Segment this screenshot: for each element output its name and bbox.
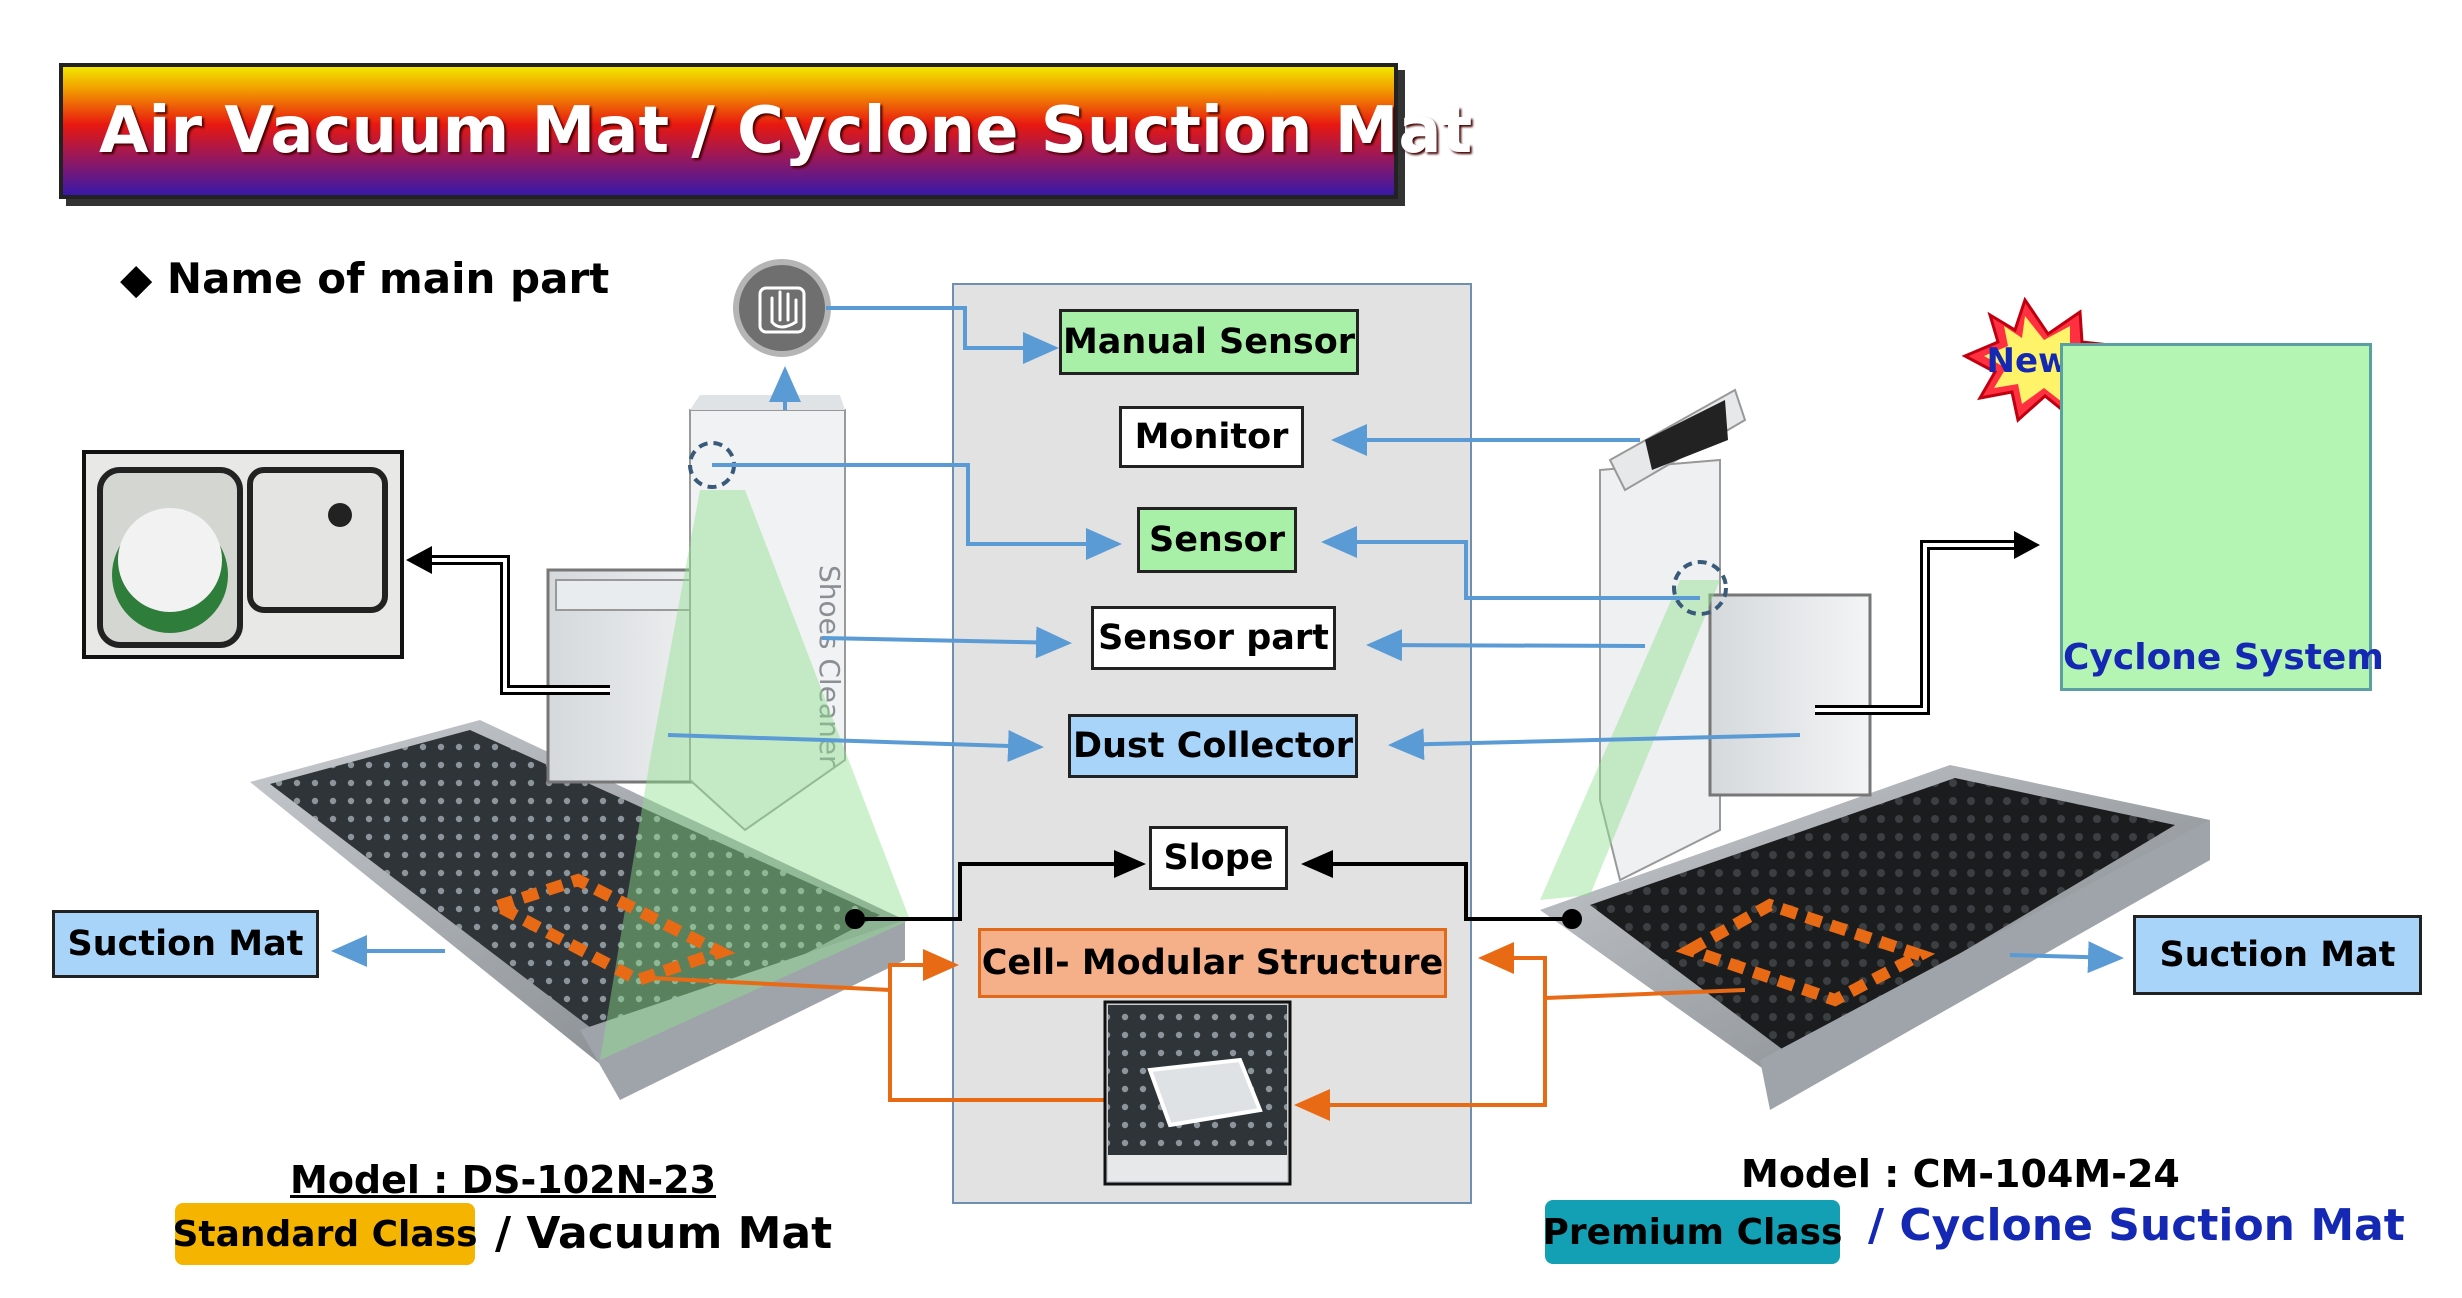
label-manual-sensor: Manual Sensor [1059,309,1359,375]
connector-slope-left [855,850,1146,921]
hand-stop-icon [733,259,831,357]
dust-collector-inset [82,450,404,659]
cell-modular-photo [1103,1000,1292,1186]
connector-sensor-part-left [821,626,1072,659]
connector-cell-left-upper [888,949,959,990]
connector-cell-left-lower [649,976,1169,1116]
section-heading: ◆ Name of main part [120,254,610,303]
connector-suction-mat-right [2009,941,2124,974]
class-badge-right: Premium Class [1543,1200,1843,1264]
label-monitor: Monitor [1119,406,1304,468]
cyclone-system-label: Cyclone System [2063,637,2384,678]
new-burst-text: New [1987,341,2070,381]
cyclone-system-panel: Cyclone System [2060,343,2384,691]
class-badge-left: Standard Class [172,1203,478,1265]
connector-cell-right-lower [1294,988,1746,1121]
model-right: Model : CM-104M-24 [1741,1152,2180,1196]
connector-dust-collector-right [1388,728,1801,761]
model-left: Model : DS-102N-23 [290,1158,717,1202]
connector-sensor-left [712,463,1122,560]
connector-manual-sensor [826,306,1059,364]
connector-cell-right-upper [1478,942,1547,998]
label-slope: Slope [1149,826,1288,890]
title-banner: Air Vacuum Mat / Cyclone Suction Mat [59,63,1472,199]
label-sensor-part: Sensor part [1091,606,1336,670]
connector-sensor-part-right [1366,629,1646,662]
label-cell-modular: Cell- Modular Structure [978,928,1447,998]
class-suffix-right: / Cyclone Suction Mat [1868,1200,2405,1251]
connector-slope-right [1301,850,1572,921]
connector-dust-collector-left [667,729,1044,762]
page-title: Air Vacuum Mat / Cyclone Suction Mat [99,94,1473,168]
label-suction-mat-left: Suction Mat [52,910,319,978]
label-sensor: Sensor [1137,507,1297,573]
connector-sensor-right [1321,526,1700,600]
label-dust-collector: Dust Collector [1068,714,1358,778]
class-suffix-left: / Vacuum Mat [495,1208,833,1259]
cabinet-text: Shoes Cleaner [813,565,846,767]
label-suction-mat-right: Suction Mat [2133,915,2422,995]
